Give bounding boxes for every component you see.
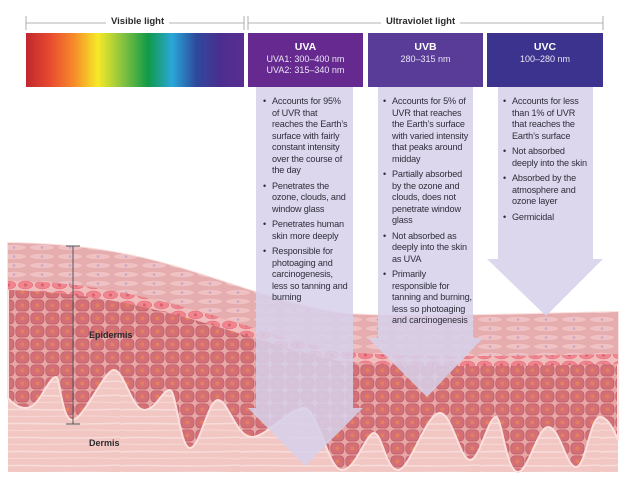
ultraviolet-light-label: Ultraviolet light <box>381 16 461 27</box>
bullet-icon: • <box>503 96 507 106</box>
epidermis-label: Epidermis <box>89 330 133 340</box>
visible-spectrum-bar <box>26 33 244 87</box>
uva-fact: •Penetrates human skin more deeply <box>263 219 344 241</box>
uva-facts-list: •Accounts for 95% of UVR that reaches th… <box>263 96 349 308</box>
uvb-facts-list: •Accounts for 5% of UVR that reaches the… <box>383 96 472 331</box>
uva-title: UVA <box>294 41 317 53</box>
uva-fact: •Penetrates the ozone, clouds, and windo… <box>263 180 346 214</box>
uvc-range: 100–280 nm <box>519 54 571 64</box>
uvc-penetration-arrow <box>487 87 603 316</box>
visible-light-label: Visible light <box>106 16 170 27</box>
uva2-range: UVA2: 315–340 nm <box>266 65 345 75</box>
stratum-granulosum <box>8 280 618 366</box>
bullet-icon: • <box>503 211 507 222</box>
uva1-range: UVA1: 300–400 nm <box>266 54 345 64</box>
uvc-fact: •Not absorbed deeply into the skin <box>503 146 587 168</box>
uva-header: UVA UVA1: 300–400 nm UVA2: 315–340 nm <box>248 33 363 87</box>
uvb-title: UVB <box>414 41 437 53</box>
bullet-icon: • <box>263 246 267 256</box>
uva-fact: •Accounts for 95% of UVR that reaches th… <box>263 96 348 175</box>
uvc-title: UVC <box>533 41 557 53</box>
bullet-icon: • <box>263 96 267 106</box>
uva-penetration-arrow <box>248 87 363 466</box>
bullet-icon: • <box>503 173 507 183</box>
uvc-fact: •Accounts for less than 1% of UVR that r… <box>503 96 579 141</box>
uvb-fact: •Not absorbed as deeply into the skin as… <box>383 230 467 264</box>
uvb-header: UVB 280–315 nm <box>368 33 483 87</box>
uvb-range: 280–315 nm <box>400 54 451 64</box>
bullet-icon: • <box>383 230 387 241</box>
uvb-penetration-arrow <box>368 87 483 397</box>
uvb-fact: •Partially absorbed by the ozone and clo… <box>383 169 463 225</box>
dermis-label: Dermis <box>89 438 120 448</box>
bullet-icon: • <box>503 146 507 156</box>
uva-fact: •Responsible for photoaging and carcinog… <box>263 246 348 302</box>
bullet-icon: • <box>383 96 387 106</box>
uvc-header: UVC 100–280 nm <box>487 33 603 87</box>
bullet-icon: • <box>263 180 267 191</box>
uvb-fact: •Accounts for 5% of UVR that reaches the… <box>383 96 469 164</box>
uvc-fact: •Germicidal <box>503 211 554 222</box>
bullet-icon: • <box>263 219 267 229</box>
uvb-fact: •Primarily responsible for tanning and b… <box>383 269 472 325</box>
bullet-icon: • <box>383 169 387 179</box>
uvc-fact: •Absorbed by the atmosphere and ozone la… <box>503 173 576 206</box>
bullet-icon: • <box>383 269 387 279</box>
uvc-facts-list: •Accounts for less than 1% of UVR that r… <box>503 96 591 227</box>
